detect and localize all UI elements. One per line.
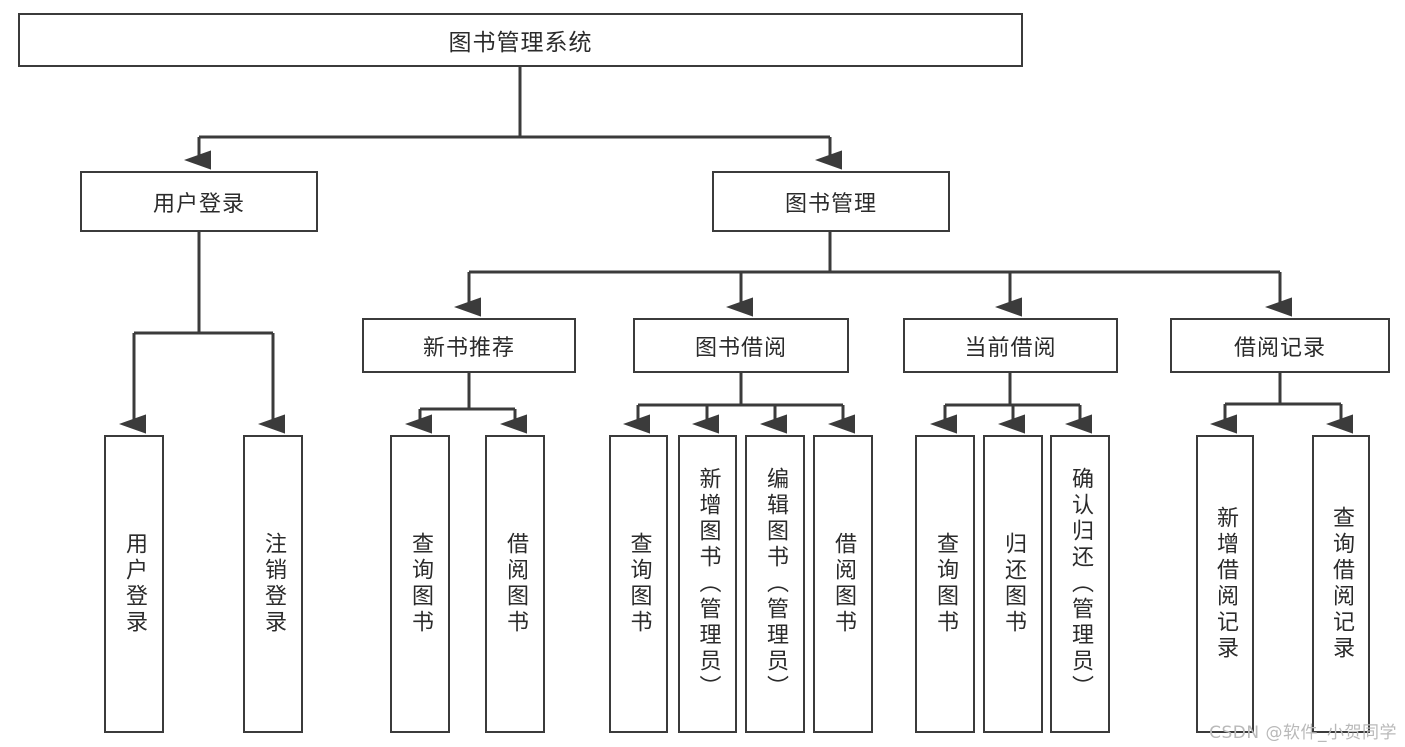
node-borrow-record[interactable]: 借阅记录 [1170, 318, 1390, 373]
leaf-return-book-label: 归还图书 [1001, 532, 1026, 636]
leaf-query-borrow-record[interactable]: 查询借阅记录 [1312, 435, 1370, 733]
leaf-logout[interactable]: 注销登录 [243, 435, 303, 733]
leaf-user-login[interactable]: 用户登录 [104, 435, 164, 733]
node-user-login[interactable]: 用户登录 [80, 171, 318, 232]
leaf-query-book-recommend-label: 查询图书 [408, 532, 433, 636]
leaf-confirm-return-admin[interactable]: 确认归还（管理员） [1050, 435, 1110, 733]
leaf-query-book-recommend[interactable]: 查询图书 [390, 435, 450, 733]
leaf-logout-label: 注销登录 [261, 532, 286, 636]
leaf-return-book[interactable]: 归还图书 [983, 435, 1043, 733]
node-book-management-label: 图书管理 [784, 191, 877, 217]
csdn-watermark: CSDN @软件_小贺同学 [1209, 723, 1397, 743]
node-root[interactable]: 图书管理系统 [18, 13, 1023, 67]
leaf-query-book-borrow-label: 查询图书 [626, 532, 652, 636]
leaf-add-book-admin[interactable]: 新增图书（管理员） [678, 435, 737, 733]
leaf-add-borrow-record-label: 新增借阅记录 [1213, 506, 1238, 662]
leaf-borrow-book-label: 借阅图书 [831, 532, 856, 636]
node-root-label: 图书管理系统 [448, 30, 593, 56]
leaf-edit-book-admin-label: 编辑图书（管理员） [763, 467, 788, 701]
leaf-edit-book-admin[interactable]: 编辑图书（管理员） [745, 435, 805, 733]
leaf-user-login-label: 用户登录 [122, 532, 147, 636]
node-user-login-label: 用户登录 [152, 191, 245, 217]
node-current-borrow-label: 当前借阅 [964, 335, 1057, 361]
leaf-borrow-book[interactable]: 借阅图书 [813, 435, 873, 733]
leaf-query-book-current[interactable]: 查询图书 [915, 435, 975, 733]
leaf-borrow-book-recommend-label: 借阅图书 [503, 532, 528, 636]
node-book-borrow-label: 图书借阅 [694, 335, 787, 361]
leaf-borrow-book-recommend[interactable]: 借阅图书 [485, 435, 545, 733]
node-current-borrow[interactable]: 当前借阅 [903, 318, 1118, 373]
leaf-query-book-current-label: 查询图书 [933, 532, 958, 636]
leaf-confirm-return-admin-label: 确认归还（管理员） [1068, 467, 1093, 701]
leaf-query-book-borrow[interactable]: 查询图书 [609, 435, 668, 733]
leaf-add-book-admin-label: 新增图书（管理员） [695, 467, 721, 701]
leaf-query-borrow-record-label: 查询借阅记录 [1329, 506, 1354, 662]
node-book-management[interactable]: 图书管理 [712, 171, 950, 232]
node-new-book-recommend[interactable]: 新书推荐 [362, 318, 576, 373]
node-borrow-record-label: 借阅记录 [1233, 335, 1326, 361]
node-book-borrow[interactable]: 图书借阅 [633, 318, 849, 373]
node-new-book-recommend-label: 新书推荐 [422, 335, 515, 361]
leaf-add-borrow-record[interactable]: 新增借阅记录 [1196, 435, 1254, 733]
